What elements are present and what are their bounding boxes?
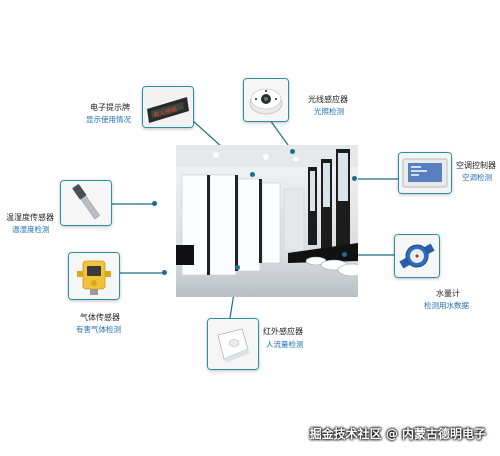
device-title-light-sensor: 光线感应器 xyxy=(308,95,348,104)
ac-controller-icon xyxy=(398,152,452,194)
device-title-gas-sensor: 气体传感器 xyxy=(80,313,120,322)
connector-dot xyxy=(162,270,167,275)
water-meter-icon xyxy=(394,234,440,278)
gas-sensor-icon xyxy=(68,252,120,300)
electronic-sign-icon: 有人使用 xyxy=(142,86,194,128)
device-title-ac-controller: 空调控制器 xyxy=(456,161,496,170)
device-subtitle-electronic-sign: 显示使用情况 xyxy=(86,115,131,124)
infrared-sensor-icon xyxy=(207,318,259,370)
connector-dot xyxy=(235,265,240,270)
connector-dot xyxy=(250,172,255,177)
device-title-temperature-humidity: 温湿度传感器 xyxy=(6,213,54,222)
device-title-water-meter: 水量计 xyxy=(436,289,460,298)
device-title-electronic-sign: 电子提示牌 xyxy=(90,103,130,112)
device-subtitle-temperature-humidity: 温湿度检测 xyxy=(12,225,50,234)
device-subtitle-ac-controller: 空调检测 xyxy=(462,173,492,182)
device-subtitle-light-sensor: 光照检测 xyxy=(314,107,344,116)
device-subtitle-water-meter: 检测用水数据 xyxy=(424,301,469,310)
connector-dot xyxy=(152,201,157,206)
washroom-photo xyxy=(176,145,358,297)
device-subtitle-gas-sensor: 有害气体检测 xyxy=(76,325,121,334)
connector-dot xyxy=(290,149,295,154)
connector-dot xyxy=(342,252,347,257)
watermark: 掘金技术社区 @ 内蒙古德明电子 xyxy=(309,427,486,441)
light-sensor-icon xyxy=(243,78,289,122)
temperature-humidity-sensor-icon xyxy=(60,180,112,226)
device-title-infrared-sensor: 红外感应器 xyxy=(263,327,303,336)
device-subtitle-infrared-sensor: 人流量检测 xyxy=(266,340,304,349)
connector-dot xyxy=(352,176,357,181)
